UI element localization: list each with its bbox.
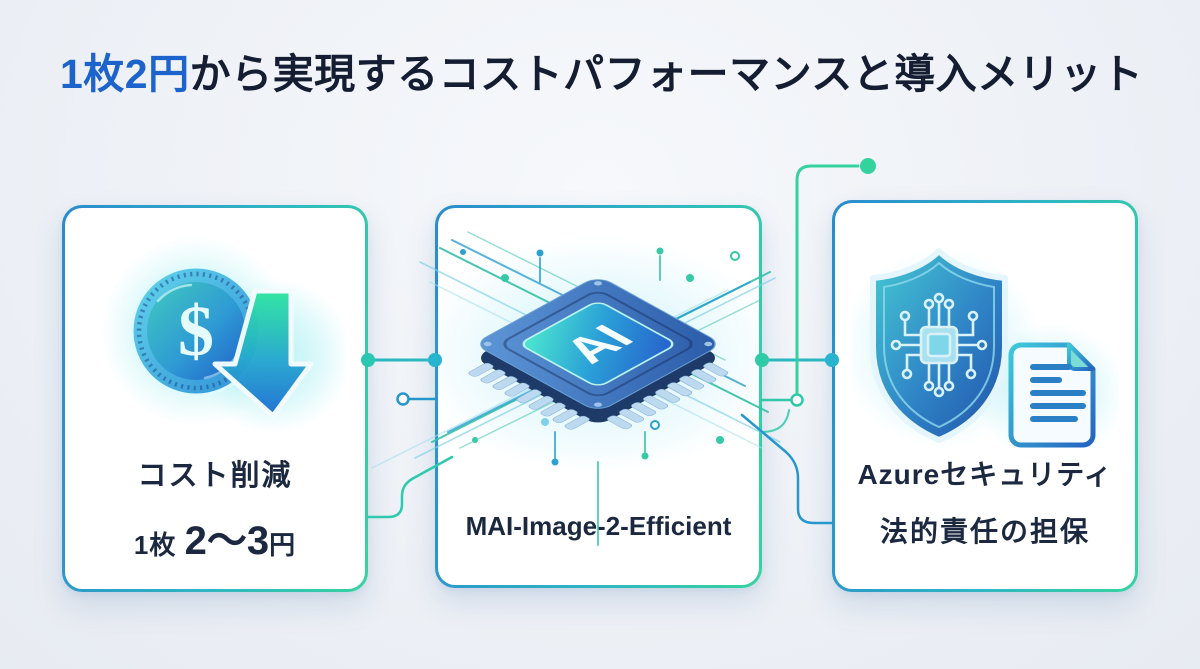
document-icon — [1008, 342, 1096, 448]
cost-card-title: コスト削減 — [137, 460, 293, 492]
price-prefix: 1枚 — [133, 530, 185, 560]
card-security-body: Azureセキュリティ 法的責任の担保 — [835, 203, 1135, 589]
card-security: Azureセキュリティ 法的責任の担保 — [832, 200, 1138, 592]
card-cost-body: $ コスト削減 1枚 2〜3円 — [65, 208, 365, 589]
card-model-body: MAI-Image-2-Efficient — [438, 208, 759, 585]
price-suffix: 円 — [269, 530, 297, 560]
card-model: MAI-Image-2-Efficient — [435, 205, 762, 588]
page-title: 1枚2円から実現するコストパフォーマンスと導入メリット — [60, 40, 1160, 100]
shield-circuit-icon — [870, 248, 1008, 443]
model-card-label: MAI-Image-2-Efficient — [465, 511, 732, 541]
security-card-subtitle: 法的責任の担保 — [879, 516, 1090, 547]
price-value: 2〜3 — [184, 519, 270, 563]
svg-text:$: $ — [178, 291, 214, 371]
cost-card-price: 1枚 2〜3円 — [65, 508, 365, 566]
card-cost: $ コスト削減 1枚 2〜3円 — [62, 205, 368, 592]
title-rest: から実現するコストパフォーマンスと導入メリット — [189, 51, 1144, 97]
title-highlight: 1枚2円 — [60, 51, 190, 97]
coin-dollar-down-arrow-icon: $ — [101, 236, 345, 434]
security-icons — [851, 248, 1119, 448]
security-card-title: Azureセキュリティ — [857, 459, 1113, 490]
